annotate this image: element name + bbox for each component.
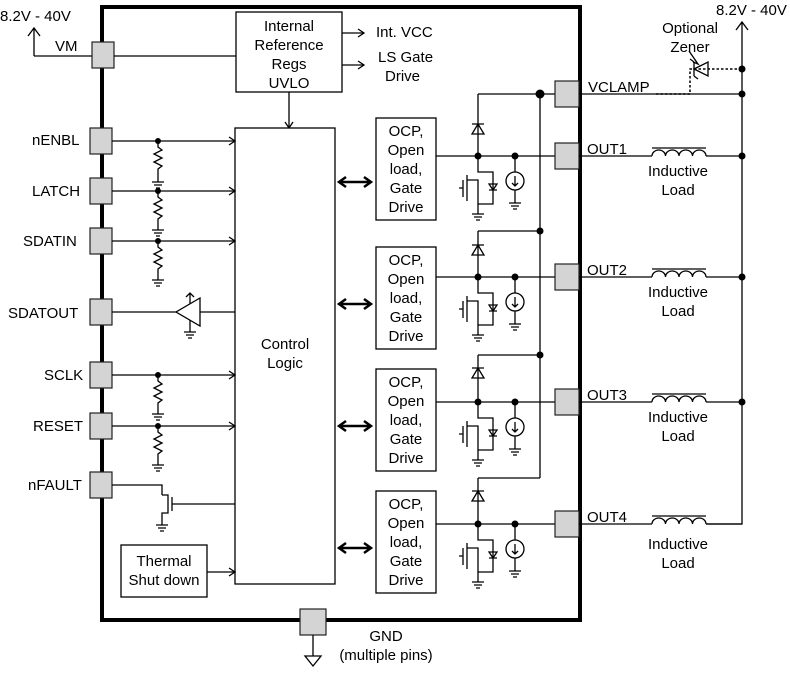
pin-group-nenbl: nENBL xyxy=(32,127,237,189)
supply-voltage-left: 8.2V - 40V xyxy=(0,8,71,25)
channel-2: OCP, Open load, Gate Drive OUT2 Inductiv… xyxy=(375,230,746,350)
pin-group-nfault: nFAULT xyxy=(28,471,235,532)
driver-block-1 xyxy=(375,117,437,221)
pin-group-latch: LATCH xyxy=(32,177,237,237)
pin-reset xyxy=(89,412,113,440)
gnd-label-1: GND xyxy=(369,628,403,645)
pin-group-reset: RESET xyxy=(33,412,237,472)
control-logic-block xyxy=(234,127,336,585)
pin-out4 xyxy=(554,510,580,538)
pin-sdatout xyxy=(89,298,113,326)
pin-label-out4: OUT4 xyxy=(587,509,627,526)
thermal-block xyxy=(120,544,208,598)
ls-gate-label-1: LS Gate xyxy=(378,49,433,66)
supply-voltage-right: 8.2V - 40V xyxy=(716,2,787,19)
pin-label-sdatout: SDATOUT xyxy=(8,305,78,322)
reference-line-1: Internal xyxy=(264,18,314,35)
pin-group-sdatin: SDATIN xyxy=(23,227,237,287)
pin-nenbl xyxy=(89,127,113,155)
driver-4-line-1: OCP, xyxy=(389,496,424,513)
reference-line-4: UVLO xyxy=(269,75,310,92)
pin-label-out2: OUT2 xyxy=(587,262,627,279)
driver-block-2 xyxy=(375,246,437,350)
pin-label-reset: RESET xyxy=(33,418,83,435)
pin-sclk xyxy=(89,361,113,389)
channel-4: OCP, Open load, Gate Drive OUT4 Inductiv… xyxy=(375,477,742,594)
pin-out2 xyxy=(554,263,580,291)
pin-label-out1: OUT1 xyxy=(587,141,627,158)
reference-block xyxy=(235,11,343,93)
channel-1: OCP, Open load, Gate Drive OUT1 Inductiv… xyxy=(375,94,746,221)
driver-1-line-5: Drive xyxy=(388,199,423,216)
pin-label-nfault: nFAULT xyxy=(28,477,82,494)
bus-arrows xyxy=(336,175,374,555)
pin-group-sdatout: SDATOUT xyxy=(8,292,235,339)
load-1-line-2: Load xyxy=(661,182,694,199)
driver-3-line-3: load, xyxy=(390,412,423,429)
pin-label-latch: LATCH xyxy=(32,183,80,200)
driver-3-line-5: Drive xyxy=(388,450,423,467)
reference-line-2: Reference xyxy=(254,37,323,54)
pin-gnd xyxy=(299,608,327,636)
ls-gate-label-2: Drive xyxy=(385,68,420,85)
driver-2-line-2: Open xyxy=(388,271,425,288)
zener-label-2: Zener xyxy=(670,39,709,56)
pin-label-sclk: SCLK xyxy=(44,367,83,384)
pin-vm xyxy=(91,41,115,69)
pin-sdatin xyxy=(89,227,113,255)
chip-outline xyxy=(100,5,582,622)
driver-4-line-5: Drive xyxy=(388,572,423,589)
driver-block-3 xyxy=(375,368,437,472)
pin-label-vclamp: VCLAMP xyxy=(588,79,650,96)
gnd-label-2: (multiple pins) xyxy=(339,647,432,664)
pin-out3 xyxy=(554,388,580,416)
driver-2-line-5: Drive xyxy=(388,328,423,345)
thermal-line-2: Shut down xyxy=(129,572,200,589)
driver-3-line-1: OCP, xyxy=(389,374,424,391)
zener-label-1: Optional xyxy=(662,20,718,37)
load-2-line-2: Load xyxy=(661,303,694,320)
driver-1-line-3: load, xyxy=(390,161,423,178)
driver-4-line-2: Open xyxy=(388,515,425,532)
driver-3-line-2: Open xyxy=(388,393,425,410)
driver-block-4 xyxy=(375,490,437,594)
load-3-line-2: Load xyxy=(661,428,694,445)
pin-label-vm: VM xyxy=(55,38,78,55)
driver-1-line-2: Open xyxy=(388,142,425,159)
driver-2-line-1: OCP, xyxy=(389,252,424,269)
load-3-line-1: Inductive xyxy=(648,409,708,426)
driver-3-line-4: Gate xyxy=(390,431,423,448)
pin-label-sdatin: SDATIN xyxy=(23,233,77,250)
pin-label-out3: OUT3 xyxy=(587,387,627,404)
driver-1-line-1: OCP, xyxy=(389,123,424,140)
driver-4-line-4: Gate xyxy=(390,553,423,570)
driver-4-line-3: load, xyxy=(390,534,423,551)
int-vcc-label: Int. VCC xyxy=(376,24,433,41)
driver-1-line-4: Gate xyxy=(390,180,423,197)
pin-label-nenbl: nENBL xyxy=(32,132,80,149)
control-logic-line-2: Logic xyxy=(267,355,303,372)
load-1-line-1: Inductive xyxy=(648,163,708,180)
load-4-line-1: Inductive xyxy=(648,536,708,553)
load-2-line-1: Inductive xyxy=(648,284,708,301)
pin-vclamp xyxy=(554,80,580,108)
reference-line-3: Regs xyxy=(271,56,306,73)
pin-group-sclk: SCLK xyxy=(44,361,237,421)
pin-out1 xyxy=(554,142,580,170)
pin-nfault xyxy=(89,471,113,499)
driver-2-line-4: Gate xyxy=(390,309,423,326)
driver-2-line-3: load, xyxy=(390,290,423,307)
thermal-line-1: Thermal xyxy=(136,553,191,570)
load-4-line-2: Load xyxy=(661,555,694,572)
channel-3: OCP, Open load, Gate Drive OUT3 Inductiv… xyxy=(375,354,746,472)
control-logic-line-1: Control xyxy=(261,336,309,353)
pin-latch xyxy=(89,177,113,205)
